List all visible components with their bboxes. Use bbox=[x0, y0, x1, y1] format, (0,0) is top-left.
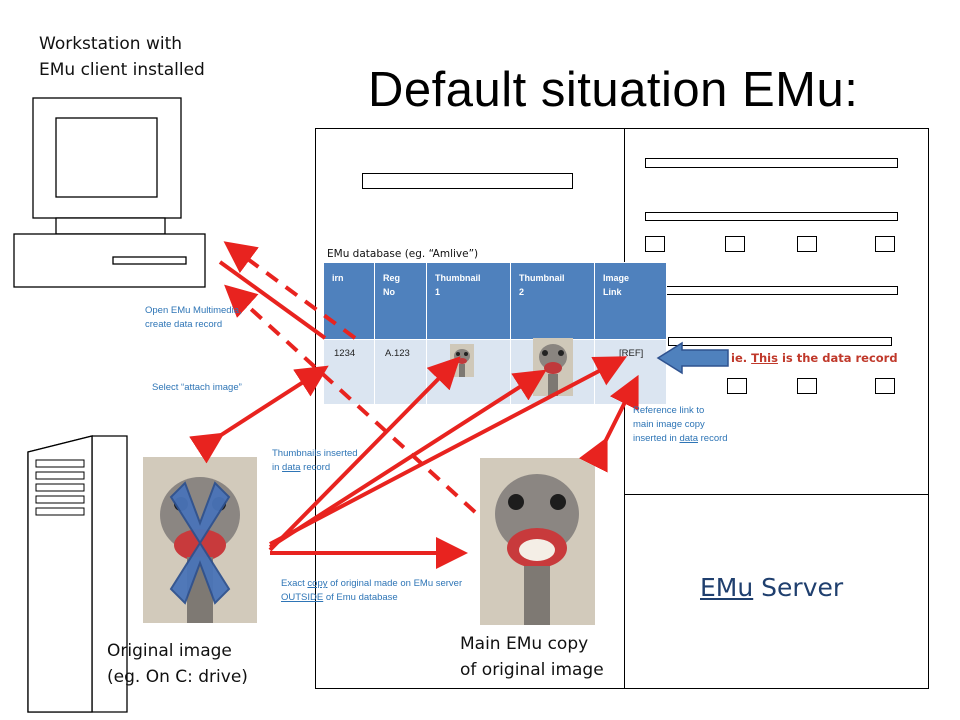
arrow-reference-link bbox=[578, 374, 639, 473]
cell-reg-no: A.123 bbox=[374, 339, 427, 405]
note-reference-link: Reference link to main image copy insert… bbox=[633, 405, 728, 444]
main-copy-image bbox=[480, 458, 595, 625]
note-thumbnails-inserted: Thumbnails inserted in data record bbox=[272, 448, 358, 473]
arrow-select-attach bbox=[189, 365, 329, 464]
note-open-emu: Open EMu Multimedia, create data record bbox=[145, 305, 242, 330]
arrow-to-image-link bbox=[269, 356, 628, 546]
right-panel-slot-1 bbox=[645, 158, 898, 168]
right-panel-square bbox=[725, 236, 745, 252]
slide-title: Default situation EMu: bbox=[368, 63, 859, 117]
right-panel-square bbox=[797, 378, 817, 394]
left-panel-slot bbox=[362, 173, 573, 189]
right-panel-square bbox=[645, 236, 665, 252]
right-panel-slot-2 bbox=[645, 212, 898, 221]
dashed-arrow-from-main-copy bbox=[224, 284, 477, 514]
arrow-to-thumbnail-1 bbox=[268, 356, 461, 552]
note-exact-copy: Exact copy of original made on EMu serve… bbox=[281, 578, 463, 603]
database-label: EMu database (eg. “Amlive”) bbox=[327, 248, 479, 260]
delete-x-icon bbox=[169, 481, 231, 605]
workstation-label-line2: EMu client installed bbox=[39, 60, 205, 80]
solid-arrow-ws-to-db bbox=[218, 260, 327, 340]
workstation-label: Workstation with EMu client installed bbox=[39, 31, 205, 83]
right-panel-square bbox=[875, 378, 895, 394]
blue-pointer-arrow bbox=[656, 341, 729, 375]
right-panel-square bbox=[875, 236, 895, 252]
emu-server-label: EMu Server bbox=[700, 573, 844, 602]
data-record-label: ie. This is the data record bbox=[731, 351, 898, 365]
main-copy-caption: Main EMu copy of original image bbox=[460, 634, 604, 680]
note-select-attach: Select “attach image” bbox=[152, 382, 242, 393]
dashed-arrow-to-workstation bbox=[223, 241, 357, 340]
cell-irn: 1234 bbox=[323, 339, 375, 405]
server-divider-horizontal bbox=[624, 494, 929, 495]
original-image-caption: Original image (eg. On C: drive) bbox=[107, 641, 248, 687]
right-panel-square bbox=[797, 236, 817, 252]
workstation-label-line1: Workstation with bbox=[39, 34, 183, 54]
right-panel-slot-4 bbox=[668, 337, 892, 346]
right-panel-square bbox=[727, 378, 747, 394]
